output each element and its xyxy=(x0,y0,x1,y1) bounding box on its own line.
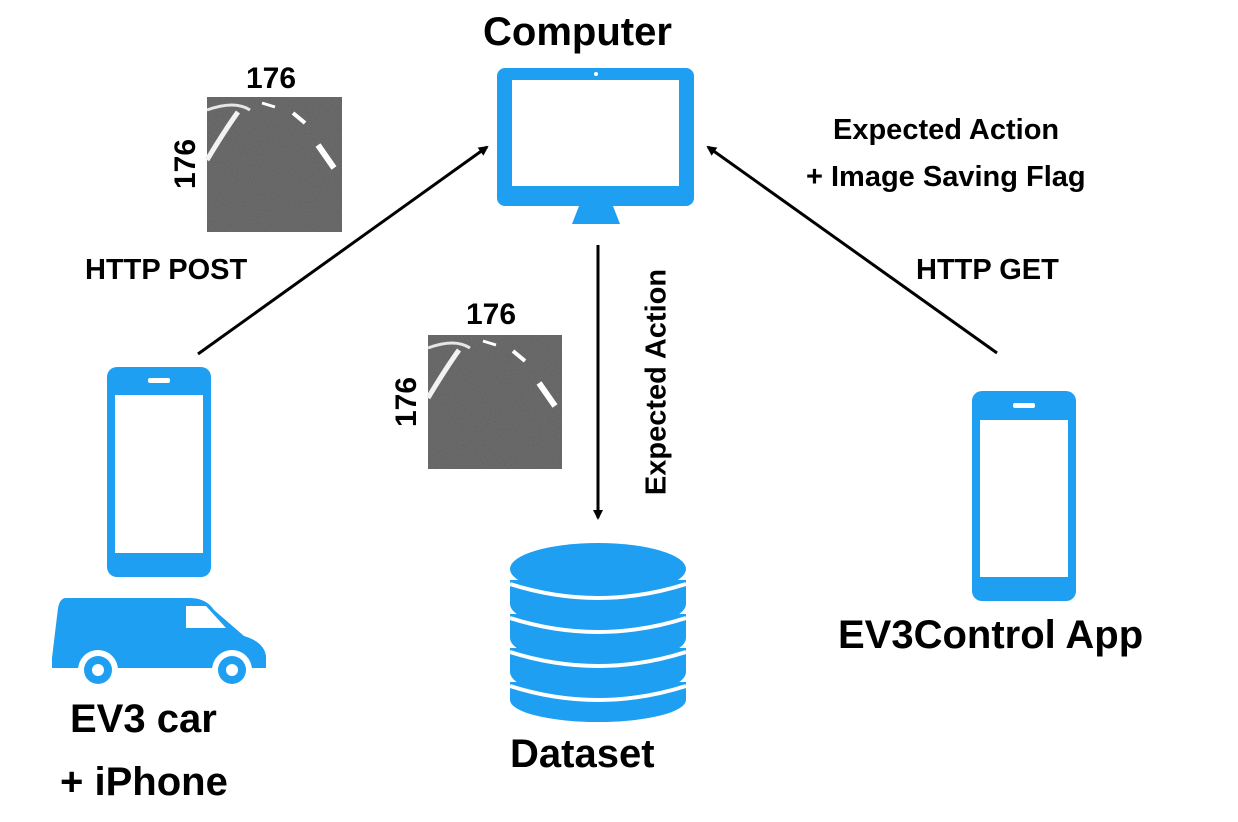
ev3-car-label-line1: EV3 car xyxy=(70,697,217,741)
phone-icon-left xyxy=(107,367,211,577)
van-icon xyxy=(52,598,266,690)
middle-image-width-label: 176 xyxy=(466,298,517,331)
ev3-car-label-line2: + iPhone xyxy=(60,760,228,804)
road-image-middle xyxy=(425,335,562,469)
save-arrow-label: Expected Action xyxy=(640,268,673,496)
top-image-width-label: 176 xyxy=(246,62,297,95)
get-payload-line2: + Image Saving Flag xyxy=(806,161,1086,193)
phone-icon-right xyxy=(972,391,1076,601)
road-image-top xyxy=(204,97,342,232)
get-payload-line1: Expected Action xyxy=(833,114,1060,146)
top-image-height-label: 176 xyxy=(169,138,202,190)
http-get-label: HTTP GET xyxy=(916,254,1059,286)
http-get-arrow xyxy=(706,145,998,355)
http-post-label: HTTP POST xyxy=(85,254,248,286)
computer-label: Computer xyxy=(483,10,672,54)
computer-icon xyxy=(497,68,694,224)
http-post-arrow xyxy=(197,145,489,356)
database-icon xyxy=(509,543,687,722)
control-app-label: EV3Control App xyxy=(838,613,1144,657)
middle-image-height-label: 176 xyxy=(390,376,423,428)
dataset-label: Dataset xyxy=(510,732,655,776)
